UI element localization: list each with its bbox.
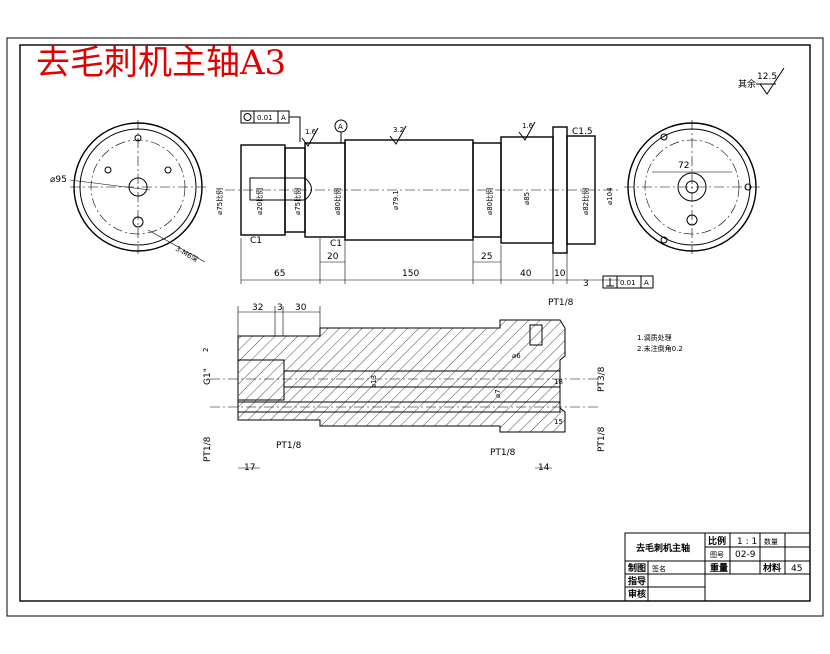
- section-b17: 17: [244, 463, 255, 473]
- section-dim-a: 32: [252, 303, 263, 313]
- front-dim-d4: ⌀80比例: [333, 188, 342, 215]
- surface-finish-symbol: 其余 12.5: [738, 67, 785, 95]
- section-dim-b: 3: [277, 303, 283, 313]
- title-extra-label: 数量: [764, 537, 778, 546]
- section-d6: ⌀6: [512, 352, 521, 360]
- surface-finish-note: 其余: [738, 78, 756, 90]
- drawing-title: 去毛刺机主轴A3: [36, 43, 286, 83]
- section-dim-c: 30: [295, 303, 307, 313]
- length-l2: 20: [327, 252, 339, 262]
- title-sheet-value: 02-9: [735, 550, 756, 560]
- front-dim-d6: ⌀80比例: [485, 188, 494, 215]
- tolerance-top-value: 0.01: [257, 114, 273, 122]
- front-dim-d1: ⌀75比例: [215, 188, 224, 215]
- tolerance-frame-mid: 0.01 A: [602, 275, 654, 289]
- title-material-label: 材料: [762, 562, 781, 574]
- title-scale-label: 比例: [708, 535, 726, 547]
- section-b14: 14: [538, 463, 550, 473]
- shaft-front-view: ⌀75比例 ⌀20比例 ⌀75比例 ⌀80比例 ⌀79.1 ⌀80比例 ⌀85 …: [215, 110, 654, 289]
- title-review-label: 审核: [628, 588, 646, 600]
- length-l6: 10: [554, 269, 566, 279]
- section-pt-right1: PT3/8: [597, 366, 607, 392]
- surface-finish-value: 12.5: [757, 72, 777, 82]
- title-sheet-label: 图号: [710, 551, 724, 559]
- title-drawn-label: 制图: [628, 562, 646, 574]
- datum-label: A: [338, 123, 343, 131]
- tolerance-mid-value: 0.01: [620, 279, 636, 287]
- left-view-diameter: ⌀95: [50, 175, 67, 185]
- roughness-2: 3.2: [393, 126, 404, 134]
- title-guide-label: 指导: [628, 575, 646, 587]
- front-dim-d2: ⌀20比例: [255, 188, 264, 215]
- tolerance-top-datum: A: [281, 114, 286, 122]
- tolerance-mid-datum: A: [644, 279, 649, 287]
- length-l1: 65: [274, 269, 285, 279]
- title-material-value: 45: [791, 564, 802, 574]
- section-pt-bottom: PT1/8: [490, 448, 516, 458]
- length-l5: 40: [520, 269, 532, 279]
- left-end-view: ⌀95 3-M6深: [50, 120, 206, 264]
- right-view-dim: 72: [678, 161, 689, 171]
- front-dim-d5: ⌀79.1: [392, 190, 400, 210]
- section-pt-left2: PT1/8: [276, 441, 302, 451]
- chamfer-left: C1: [250, 236, 262, 246]
- section-r18: 18: [554, 378, 563, 386]
- section-r15: 15: [554, 418, 563, 426]
- tolerance-frame-top: 0.01 A: [240, 110, 301, 142]
- title-weight-label: 重量: [710, 562, 728, 574]
- length-l4: 25: [481, 252, 492, 262]
- roughness-1: 1.6: [305, 128, 317, 136]
- title-scale-value: 1 : 1: [737, 537, 757, 547]
- section-dim-h: 2: [202, 348, 210, 352]
- front-dim-d9: ⌀104: [606, 187, 614, 205]
- right-end-view: 72: [624, 120, 760, 254]
- front-dim-d7: ⌀85: [523, 192, 531, 205]
- title-block: 去毛刺机主轴 比例 1 : 1 数量 图号 02-9 制图 签名 重量 材料 4…: [624, 532, 811, 602]
- section-pt-left: PT1/8: [203, 436, 213, 462]
- section-d7: ⌀7: [494, 389, 502, 398]
- outer-frame: [6, 37, 824, 617]
- section-pt-right2: PT1/8: [597, 426, 607, 452]
- section-pt-top: PT1/8: [548, 298, 574, 308]
- front-dim-d8: ⌀82比例: [581, 188, 590, 215]
- length-l7: 3: [583, 279, 589, 289]
- section-d13: ⌀13: [370, 375, 378, 388]
- section-view: 32 3 30 2 G1" PT1/8 PT1/8 PT1/8 PT1/8 PT…: [202, 298, 607, 473]
- chamfer-mid: C1: [330, 239, 342, 249]
- section-thread-left: G1": [203, 368, 213, 385]
- title-part-name: 去毛刺机主轴: [636, 542, 690, 554]
- note-1: 1.调质处理: [637, 333, 672, 342]
- length-l3: 150: [402, 269, 419, 279]
- chamfer-right: C1.5: [572, 127, 593, 137]
- note-2: 2.未注倒角0.2: [637, 344, 683, 353]
- roughness-3: 1.6: [522, 122, 534, 130]
- front-dim-d3: ⌀75比例: [293, 188, 302, 215]
- inner-frame: [19, 44, 811, 602]
- left-view-thread: 3-M6深: [174, 244, 200, 264]
- title-drawn-value: 签名: [652, 564, 666, 573]
